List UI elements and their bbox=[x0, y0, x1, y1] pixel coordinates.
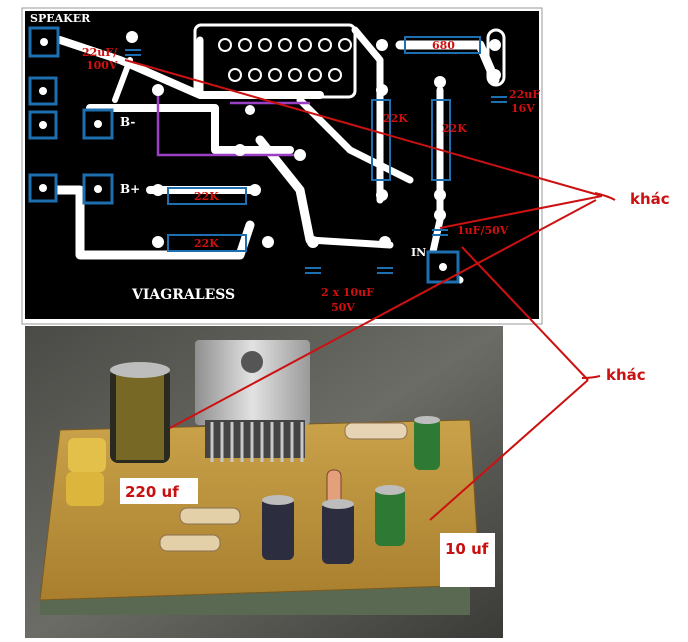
ic-pins-photo bbox=[205, 420, 305, 458]
cap-2x10uf-line1: 2 x 10uF bbox=[321, 286, 374, 299]
cap-22uf-16v-line1: 22uF bbox=[509, 88, 540, 101]
cap-10uf-photo-1 bbox=[262, 498, 294, 560]
pcb-traces bbox=[35, 26, 500, 284]
bplus-label: B+ bbox=[120, 182, 140, 196]
annotation-khac-top: khác bbox=[630, 190, 670, 208]
pad-centers bbox=[39, 38, 447, 271]
resistor-photo-3 bbox=[159, 534, 221, 552]
ic-pins bbox=[218, 38, 352, 82]
ic-outline bbox=[193, 23, 357, 99]
r22k-b-label: 22K bbox=[442, 122, 467, 135]
board-photo bbox=[25, 326, 503, 638]
annotation-khac-bottom: khác bbox=[606, 366, 646, 384]
label-box-10uf bbox=[440, 533, 495, 587]
label-box-220uf bbox=[120, 478, 198, 504]
cap-22uf-photo bbox=[414, 418, 440, 470]
annotation-brackets bbox=[581, 192, 616, 379]
cap-22uf-100v-line1: 22uF/ bbox=[82, 46, 118, 59]
bminus-label: B- bbox=[120, 115, 135, 129]
resistor-photo-2 bbox=[179, 507, 241, 525]
annotation-220uf: 220 uf bbox=[125, 483, 179, 501]
cap-2x10uf-line2: 50V bbox=[331, 301, 355, 314]
round-pads bbox=[126, 31, 501, 248]
brand-label: VIAGRALESS bbox=[131, 287, 235, 303]
r22k-d-label: 22K bbox=[194, 237, 219, 250]
r22k-a-label: 22K bbox=[383, 112, 408, 125]
pcb-layout: SPEAKER 22uF/ 100V B- B+ 680 22uF 16V 22… bbox=[21, 7, 543, 325]
in-label: IN bbox=[411, 246, 426, 259]
ic-heatsink bbox=[195, 340, 310, 425]
speaker-label: SPEAKER bbox=[30, 12, 91, 25]
resistor-bodies bbox=[167, 36, 481, 252]
r22k-c-label: 22K bbox=[194, 190, 219, 203]
film-cap-1 bbox=[68, 438, 106, 472]
capacitor-symbols bbox=[125, 49, 507, 274]
cap-22uf-100v-line2: 100V bbox=[86, 59, 118, 72]
resistor-photo-1 bbox=[344, 422, 408, 440]
r680-label: 680 bbox=[432, 39, 455, 52]
cap-22uf-16v-line2: 16V bbox=[511, 102, 535, 115]
annotation-lines bbox=[124, 59, 603, 521]
cap-10uf-photo-2 bbox=[322, 502, 354, 564]
film-cap-2 bbox=[66, 472, 104, 506]
cap-1uf-50v-label: 1uF/50V bbox=[457, 224, 509, 237]
annotation-10uf: 10 uf bbox=[445, 540, 489, 558]
cap-10uf-photo-3 bbox=[375, 488, 405, 546]
jumper-wires bbox=[156, 90, 310, 157]
